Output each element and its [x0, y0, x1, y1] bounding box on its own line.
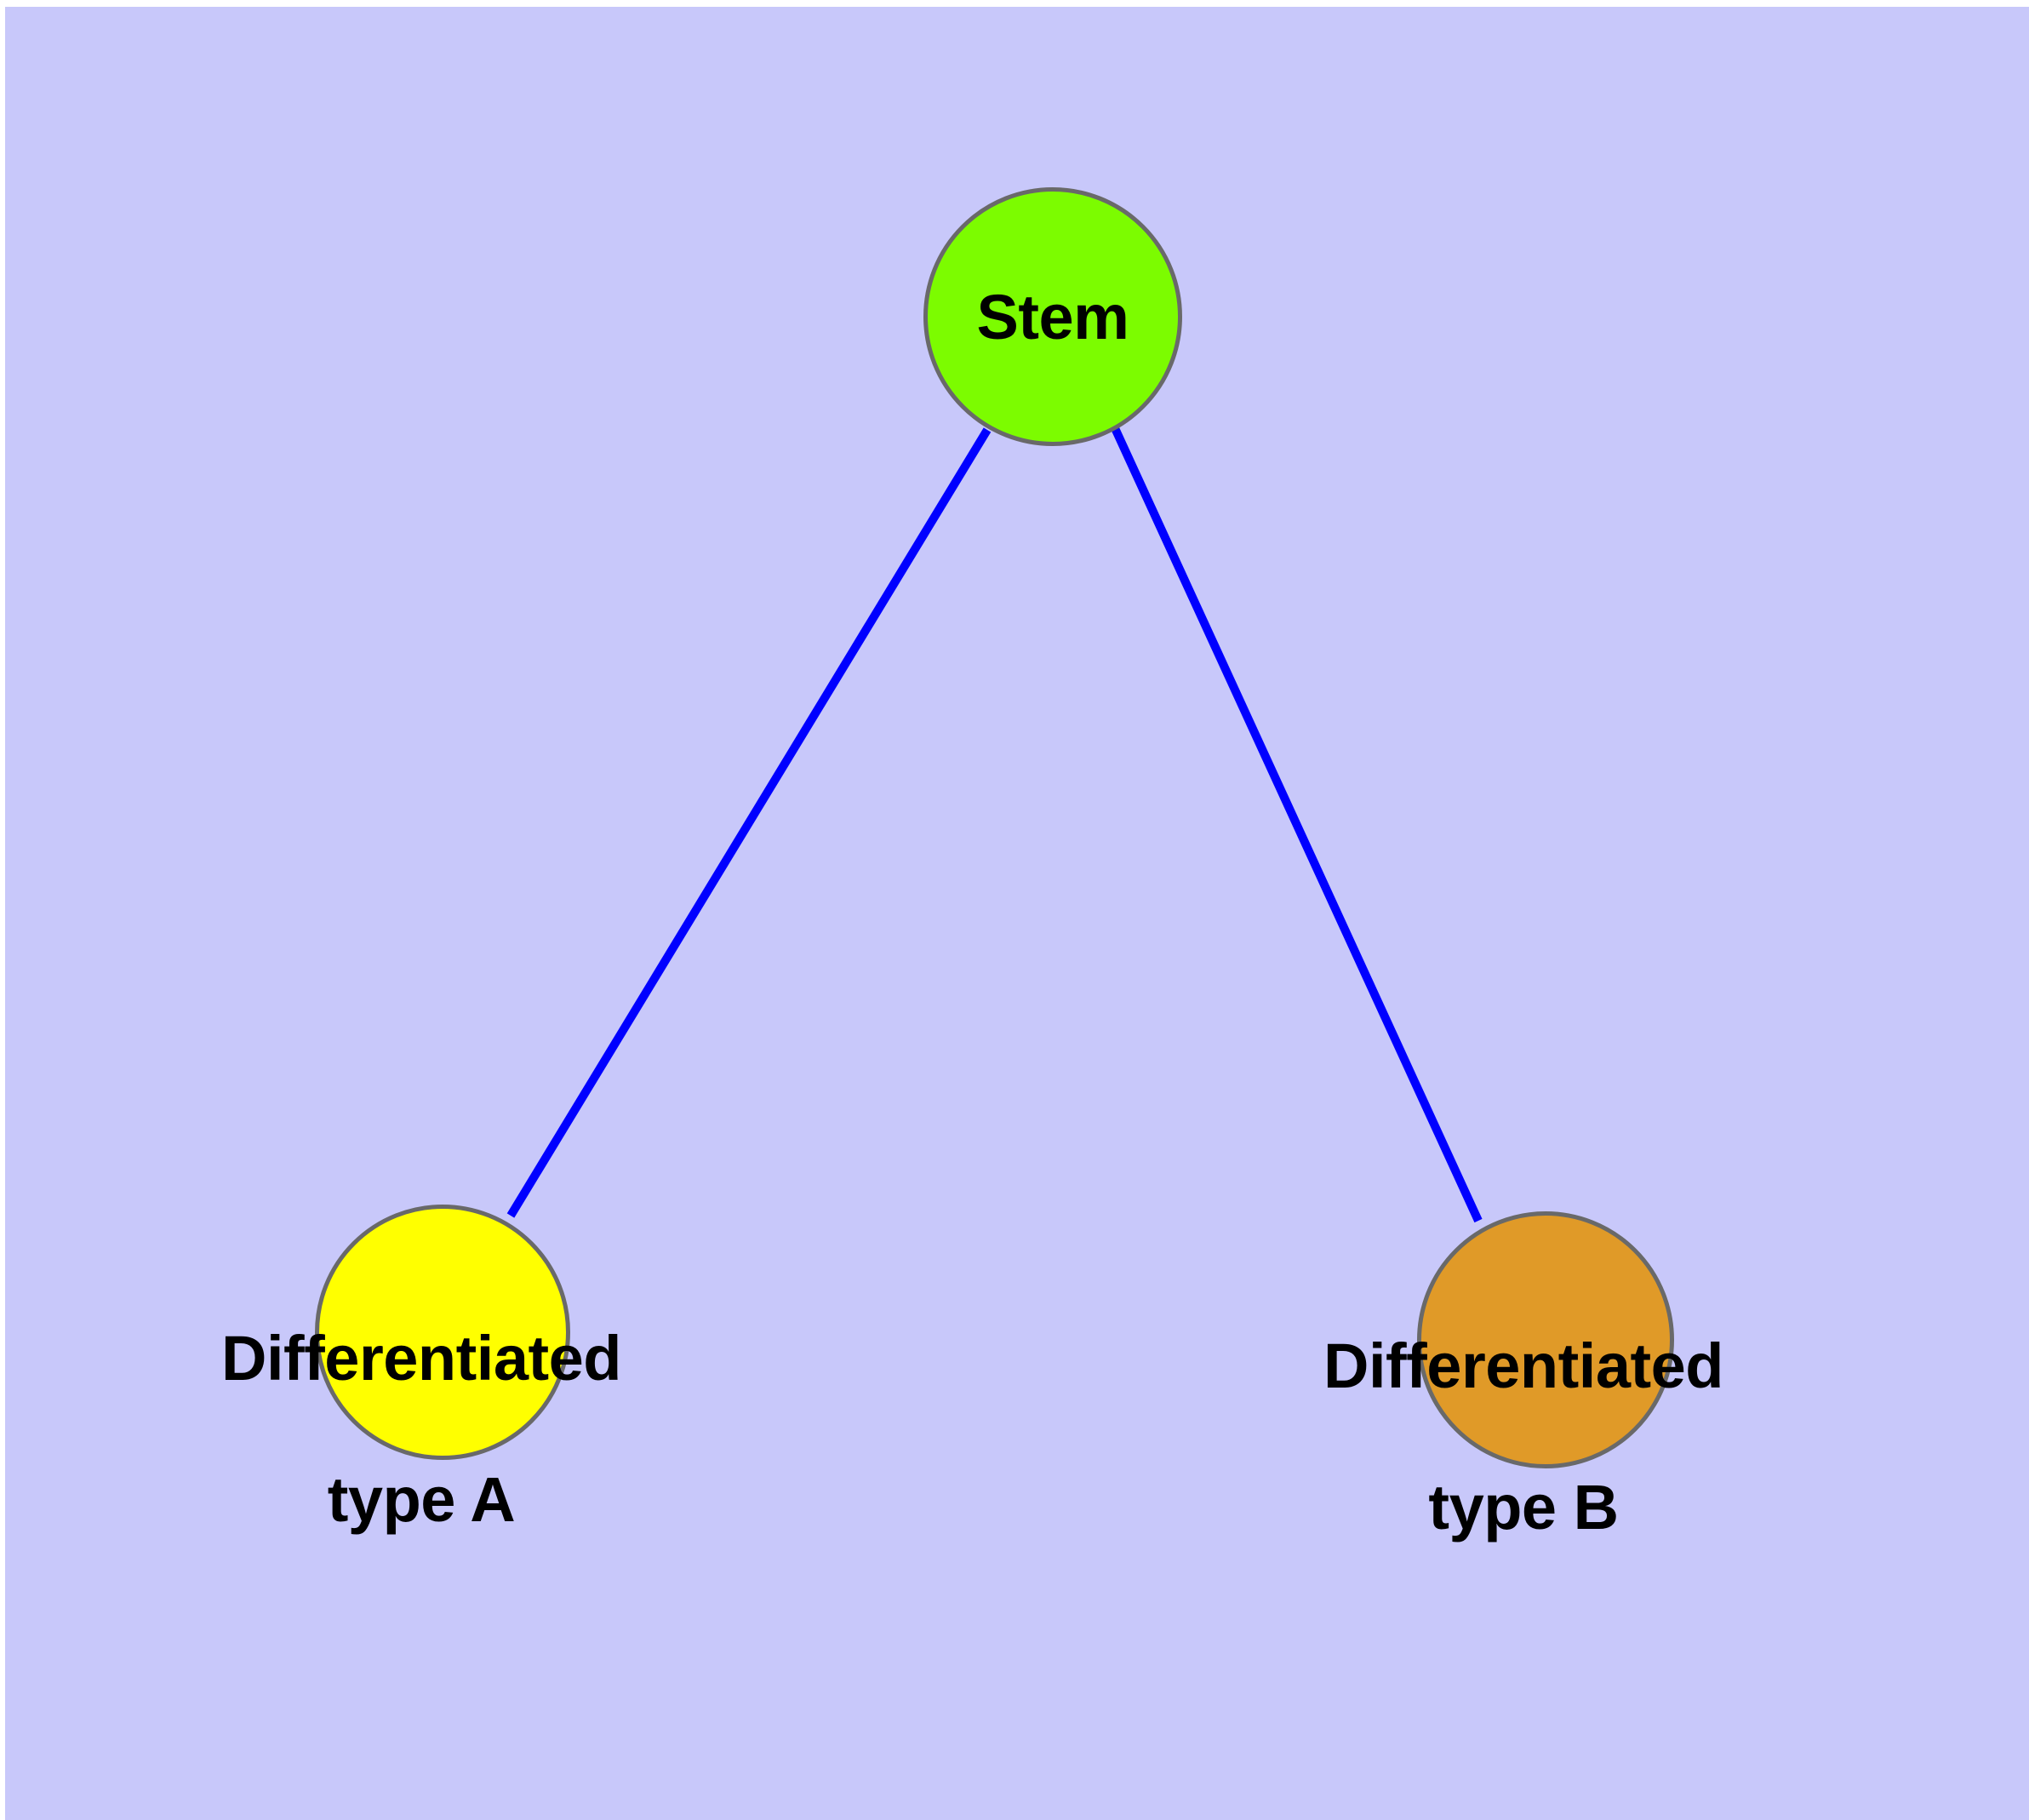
node-stem-label: Stem [976, 281, 1129, 352]
node-differentiated-type-a-label-line1: Differentiated [221, 1322, 621, 1394]
node-stem[interactable]: Stem [923, 187, 1182, 446]
edge-stem-to-differentiated-type-a [506, 427, 992, 1218]
node-differentiated-type-b-label: Differentiated type B [1183, 1261, 1864, 1613]
node-differentiated-type-b-label-line2: type B [1428, 1471, 1619, 1542]
node-differentiated-type-a-label: Differentiated type A [81, 1253, 762, 1605]
edge-stem-to-differentiated-type-b [1111, 426, 1483, 1223]
node-differentiated-type-b-label-line1: Differentiated [1323, 1330, 1723, 1401]
node-differentiated-type-a[interactable] [315, 1205, 570, 1460]
node-differentiated-type-b[interactable] [1417, 1211, 1674, 1468]
node-differentiated-type-a-label-line2: type A [327, 1463, 516, 1535]
